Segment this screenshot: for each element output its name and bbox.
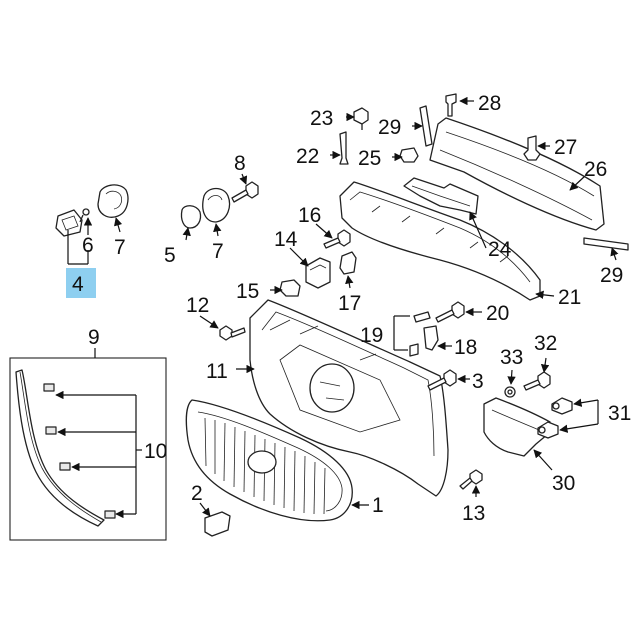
callout-15: 15 [236, 280, 259, 303]
callout-19: 19 [360, 324, 383, 347]
clip-25-part[interactable] [399, 147, 419, 163]
callout-7a: 7 [114, 236, 126, 259]
emblem-bracket-4-part[interactable] [55, 209, 83, 237]
highlight-box-4 [66, 268, 96, 298]
callout-13: 13 [462, 502, 485, 525]
leader-29b [610, 247, 619, 261]
callout-6: 6 [82, 234, 94, 257]
leader-21 [535, 290, 555, 300]
callout-3: 3 [472, 370, 484, 393]
leader-7b [213, 223, 222, 237]
bolt-20-part[interactable] [435, 301, 465, 323]
shield-panel-part[interactable] [429, 117, 605, 231]
clip-15-part[interactable] [279, 279, 301, 297]
callout-26: 26 [584, 158, 607, 181]
bracket-14-part[interactable] [305, 257, 331, 289]
callout-29b: 29 [600, 264, 623, 287]
cover-5-part[interactable] [180, 205, 202, 229]
bolt-8-part[interactable] [231, 181, 259, 203]
callout-21: 21 [558, 286, 581, 309]
bolt-16-part[interactable] [323, 229, 351, 249]
leader-7a [114, 217, 123, 233]
leader-30 [533, 449, 553, 471]
bolt-3-part[interactable] [427, 369, 457, 391]
clip-leaders [55, 390, 142, 519]
front-grille-part[interactable] [185, 399, 353, 522]
leader-5 [182, 227, 191, 241]
leader-2 [199, 502, 211, 517]
callout-11: 11 [206, 360, 228, 383]
clip-19-part[interactable] [409, 311, 431, 357]
leader-12 [199, 315, 219, 329]
clip-17-part[interactable] [339, 251, 357, 275]
callout-25: 25 [358, 147, 381, 170]
leader-33 [507, 369, 516, 385]
callout-16: 16 [298, 204, 321, 227]
callout-31: 31 [608, 402, 631, 425]
leader-17 [345, 275, 354, 289]
callout-14: 14 [274, 228, 298, 251]
leader-24 [469, 211, 487, 249]
cover-7a-part[interactable] [97, 184, 129, 218]
upper-member-part[interactable] [339, 181, 541, 301]
part-4-leaders [67, 230, 89, 265]
cover-7b-part[interactable] [202, 187, 231, 223]
callout-17: 17 [338, 292, 361, 315]
callout-2: 2 [191, 482, 203, 505]
callout-30: 30 [552, 472, 575, 495]
callout-33: 33 [500, 346, 523, 369]
callout-20: 20 [486, 302, 509, 325]
washer-33-part[interactable] [504, 386, 516, 398]
callout-23: 23 [310, 107, 333, 130]
callout-5: 5 [164, 244, 176, 267]
grille-bracket-part[interactable] [249, 299, 449, 497]
bolt-23-part[interactable] [353, 107, 369, 130]
callout-4[interactable]: 4 [72, 273, 84, 296]
inset-box-molding [9, 357, 167, 541]
leader-14 [289, 247, 309, 267]
bolt-22-part[interactable] [339, 131, 349, 165]
callout-22: 22 [296, 145, 319, 168]
callout-32: 32 [534, 332, 557, 355]
bolt-12-part[interactable] [219, 325, 246, 341]
bolt-13-part[interactable] [459, 469, 483, 490]
callout-10: 10 [144, 440, 167, 463]
callout-12: 12 [186, 294, 209, 317]
clip-28-part[interactable] [445, 93, 457, 117]
callout-18: 18 [454, 336, 477, 359]
callout-1: 1 [372, 494, 384, 517]
callout-27: 27 [554, 136, 577, 159]
clip-2-part[interactable] [204, 511, 231, 537]
leader-26 [569, 175, 586, 191]
leader-8 [239, 173, 248, 185]
seal-24-part[interactable] [403, 177, 479, 215]
bracket-18-part[interactable] [423, 325, 439, 351]
callout-7b: 7 [212, 240, 224, 263]
screw-6-part[interactable] [79, 208, 90, 223]
bolt-32-part[interactable] [523, 371, 551, 391]
fastener-31a-part[interactable] [551, 397, 573, 415]
strip-29a-part[interactable] [419, 105, 433, 147]
callout-24: 24 [488, 238, 512, 261]
leader-16 [315, 223, 333, 239]
callout-28: 28 [478, 92, 501, 115]
grille-molding-part[interactable] [15, 369, 116, 527]
clip-27-part[interactable] [523, 135, 541, 161]
callout-8: 8 [234, 152, 246, 175]
callout-9: 9 [88, 326, 100, 349]
strip-29b-part[interactable] [583, 237, 629, 251]
callout-29a: 29 [378, 116, 401, 139]
leader-32 [540, 357, 550, 373]
fastener-31b-part[interactable] [537, 421, 559, 439]
leaders-31 [559, 398, 599, 433]
clip-19-leaders [393, 315, 410, 351]
